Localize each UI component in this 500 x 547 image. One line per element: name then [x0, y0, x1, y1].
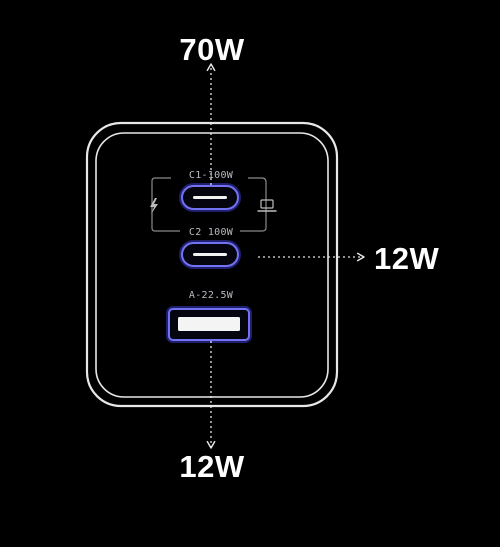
usb-a-port	[166, 306, 252, 343]
lightning-icon	[150, 198, 158, 214]
laptop-icon	[257, 199, 277, 212]
usb-c-port-1	[179, 183, 241, 212]
top-output-power: 70W	[179, 32, 245, 67]
port-label-a: A-22.5W	[188, 290, 234, 301]
port-label-c2: C2 100W	[188, 227, 234, 238]
charger-body-outer	[85, 121, 339, 408]
port-label-c1: C1-100W	[188, 170, 234, 181]
usb-c-port-2	[179, 240, 241, 269]
port-bracket-right	[240, 177, 267, 232]
bottom-output-power: 12W	[179, 449, 245, 484]
right-output-power: 12W	[374, 241, 440, 276]
charger-body-inner	[95, 132, 329, 398]
